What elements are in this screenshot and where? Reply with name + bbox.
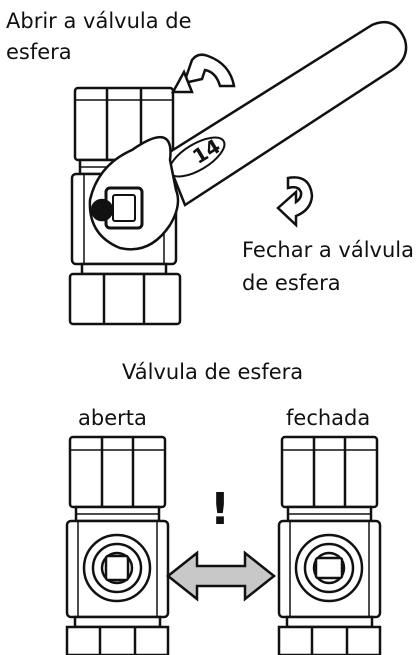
close-instruction-line2: de esfera [242, 271, 341, 295]
open-instruction-line1: Abrir a válvula de [6, 9, 192, 33]
wrench [88, 20, 408, 251]
open-instruction-line2: esfera [6, 40, 72, 64]
valve-heading: Válvula de esfera [122, 360, 304, 384]
state-label-open: aberta [78, 406, 147, 430]
warning-mark: ! [210, 484, 231, 535]
valve-closed [277, 435, 382, 655]
rotate-close-arrow-icon [276, 176, 314, 228]
rotate-open-arrow-icon [170, 53, 236, 94]
double-arrow-icon [165, 550, 277, 602]
close-instruction-line1: Fechar a válvula [242, 238, 414, 262]
valve-open [65, 435, 170, 655]
state-label-closed: fechada [286, 406, 371, 430]
